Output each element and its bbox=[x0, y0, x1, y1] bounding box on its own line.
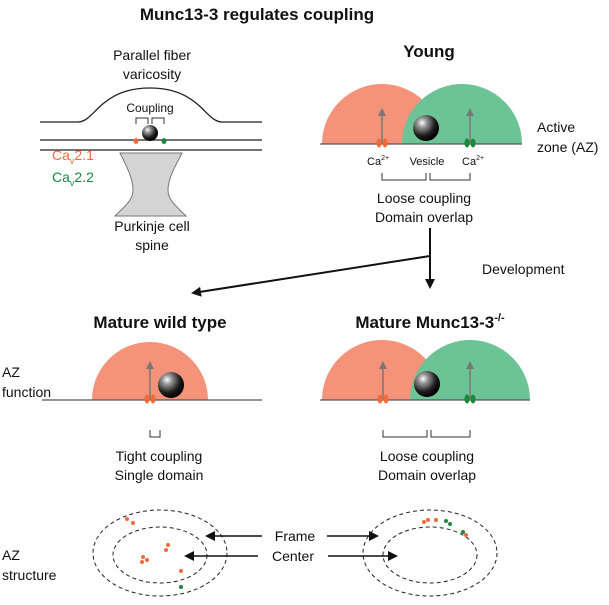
cav21-channel-small bbox=[133, 138, 139, 144]
cav22-channel-small bbox=[161, 138, 167, 144]
az-function-line1: AZ bbox=[2, 364, 20, 380]
az-structure-line2: structure bbox=[2, 567, 57, 583]
young-bracket-left bbox=[381, 173, 427, 181]
cav22-label: Cav2.2 bbox=[52, 169, 94, 188]
young-cav22-a bbox=[464, 138, 470, 148]
ko-dot bbox=[461, 530, 465, 534]
figure-title: Munc13-3 regulates coupling bbox=[140, 5, 374, 24]
coupling-bracket-right bbox=[151, 117, 165, 124]
wt-dot bbox=[179, 585, 183, 589]
young-coupling-line1: Loose coupling bbox=[377, 190, 471, 206]
az-structure-line1: AZ bbox=[2, 547, 20, 563]
ko-cav21-b bbox=[383, 394, 389, 404]
active-zone-line1: Active bbox=[537, 119, 575, 135]
young-cav22-b bbox=[470, 138, 476, 148]
pf-label-line2: varicosity bbox=[123, 66, 181, 82]
ko-cav21-a bbox=[377, 394, 383, 404]
young-cav21-a bbox=[376, 138, 382, 148]
coupling-bracket-left bbox=[135, 117, 149, 124]
ko-dot bbox=[448, 522, 452, 526]
wt-dot bbox=[141, 555, 145, 559]
ko-dot bbox=[434, 518, 438, 522]
active-zone-line2: zone (AZ) bbox=[537, 139, 598, 155]
wt-vesicle bbox=[158, 372, 184, 398]
ko-bracket-left bbox=[382, 430, 428, 438]
wt-center-ellipse bbox=[112, 526, 208, 584]
young-ca-right: Ca2+ bbox=[462, 155, 484, 168]
frame-label: Frame bbox=[275, 528, 316, 544]
mature-wt-title: Mature wild type bbox=[93, 313, 226, 332]
wt-structure bbox=[92, 509, 228, 597]
development-label: Development bbox=[482, 261, 565, 277]
wt-dot bbox=[166, 543, 170, 547]
arrow-to-wild-type bbox=[191, 255, 431, 297]
wt-dot bbox=[164, 548, 168, 552]
wt-coupling-line2: Single domain bbox=[115, 467, 204, 483]
mature-wt-function: Tight coupling Single domain bbox=[42, 342, 262, 483]
wt-dot bbox=[145, 558, 149, 562]
ko-cav22-b bbox=[470, 394, 476, 404]
wt-cav21-a bbox=[144, 394, 150, 404]
vesicle-small bbox=[142, 125, 158, 141]
ko-bracket-right bbox=[430, 430, 471, 438]
pf-label-line1: Parallel fiber bbox=[113, 47, 191, 63]
young-panel: Young Ca2+ Vesicle Ca2+ Loose coupling D… bbox=[320, 42, 522, 225]
varicosity-outline bbox=[40, 87, 262, 123]
pc-label-line2: spine bbox=[135, 237, 169, 253]
young-vesicle-label: Vesicle bbox=[410, 156, 445, 168]
ko-structure bbox=[362, 509, 498, 597]
ko-cav22-a bbox=[464, 394, 470, 404]
young-cav21-b bbox=[382, 138, 388, 148]
ko-dot bbox=[444, 519, 448, 523]
mature-ko-title: Mature Munc13-3-/- bbox=[355, 312, 505, 332]
young-ca-left: Ca2+ bbox=[367, 155, 389, 168]
ko-vesicle bbox=[414, 371, 440, 397]
purkinje-spine bbox=[113, 152, 188, 217]
young-coupling-line2: Domain overlap bbox=[375, 209, 473, 225]
center-label: Center bbox=[272, 548, 314, 564]
wt-coupling-line1: Tight coupling bbox=[116, 448, 203, 464]
development-arrows: Development bbox=[191, 228, 565, 297]
mature-ko-function: Loose coupling Domain overlap bbox=[320, 340, 530, 483]
young-title: Young bbox=[403, 42, 455, 61]
wt-dot bbox=[131, 521, 135, 525]
structure-legend: Frame Center bbox=[184, 528, 398, 564]
wt-dot bbox=[179, 569, 183, 573]
coupling-label: Coupling bbox=[126, 101, 173, 115]
ko-dot bbox=[464, 533, 468, 537]
pc-label-line1: Purkinje cell bbox=[114, 218, 189, 234]
wt-cav21-b bbox=[150, 394, 156, 404]
parallel-fiber-panel: Parallel fiber varicosity Coupling Cav2.… bbox=[40, 47, 262, 253]
wt-frame-ellipse bbox=[92, 509, 228, 597]
young-vesicle bbox=[413, 115, 439, 141]
wt-bracket bbox=[149, 430, 161, 438]
wt-dot bbox=[125, 517, 129, 521]
ko-dot bbox=[422, 520, 426, 524]
wt-dot bbox=[140, 560, 144, 564]
ko-center-ellipse bbox=[382, 526, 478, 584]
ko-frame-ellipse bbox=[362, 509, 498, 597]
ko-dot bbox=[426, 518, 430, 522]
az-function-line2: function bbox=[2, 384, 51, 400]
cav21-label: Cav2.1 bbox=[52, 147, 94, 166]
young-bracket-right bbox=[429, 173, 471, 181]
ko-coupling-line2: Domain overlap bbox=[378, 467, 476, 483]
ko-coupling-line1: Loose coupling bbox=[380, 448, 474, 464]
